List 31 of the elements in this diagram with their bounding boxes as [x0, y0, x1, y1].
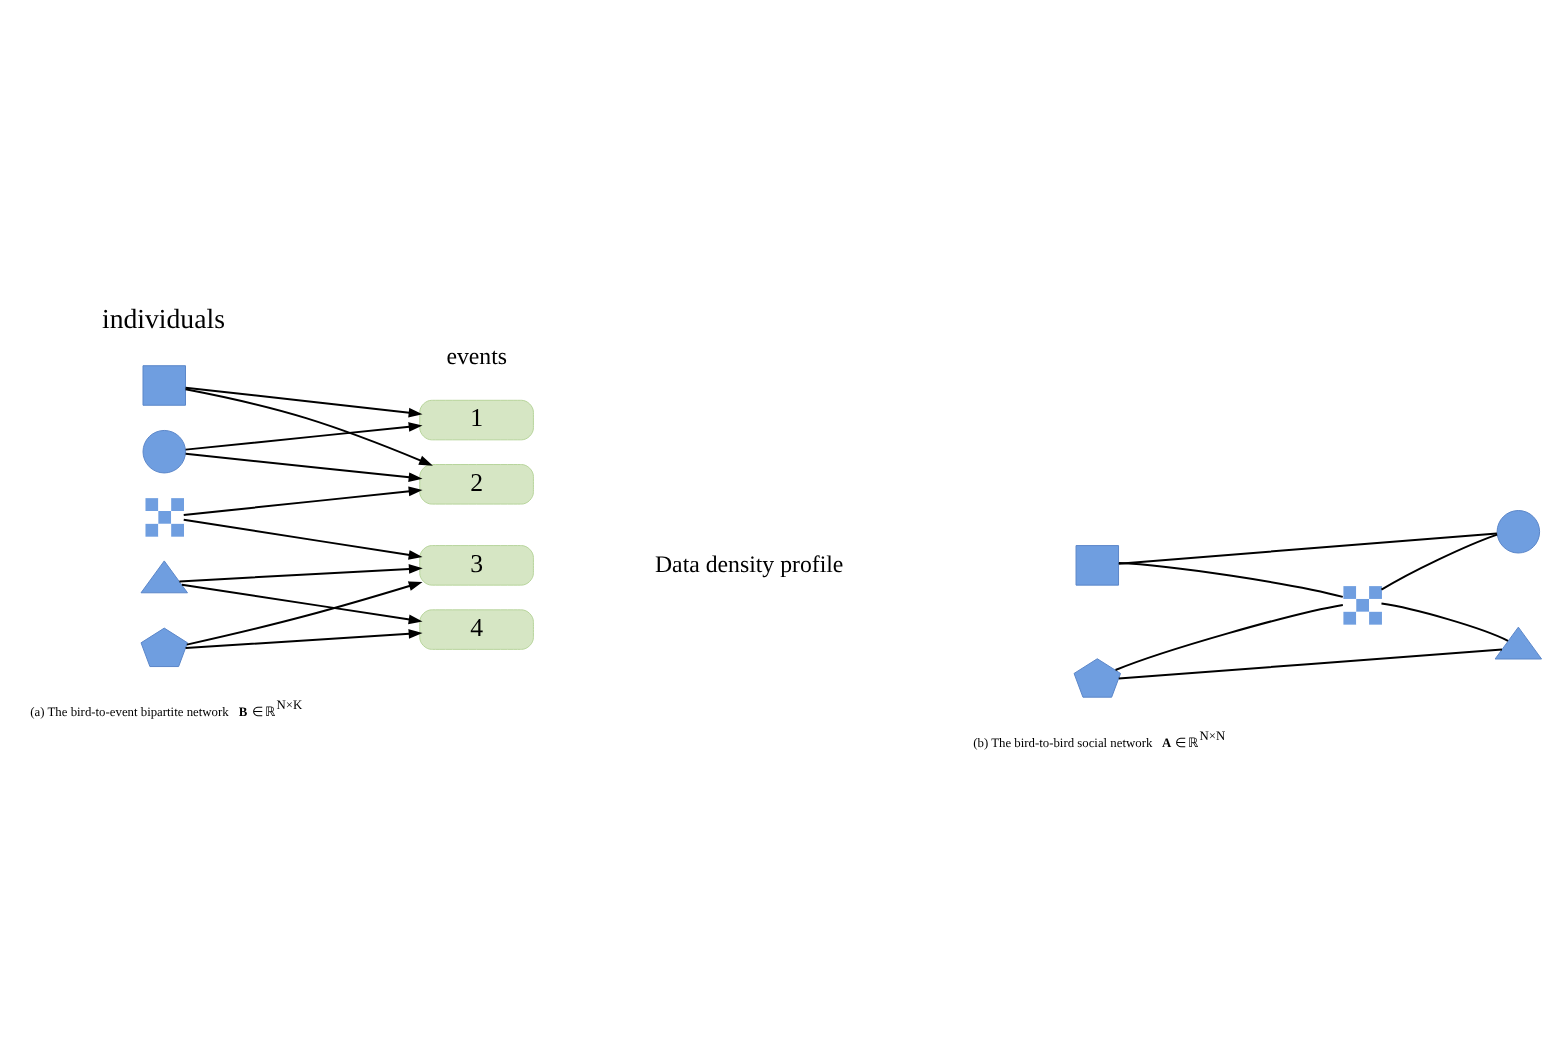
label: Data density profile — [654, 549, 844, 578]
label: individuals — [101, 304, 225, 335]
connector — [1380, 602, 1509, 642]
arrow — [182, 518, 423, 560]
arrow — [184, 452, 423, 483]
node-triangle — [1494, 626, 1543, 660]
node-circle — [1496, 510, 1541, 554]
connector — [1117, 562, 1344, 598]
node-box: 1 — [419, 399, 534, 441]
node-pentagon — [140, 627, 188, 668]
arrow — [184, 386, 423, 418]
node-box: 2 — [419, 464, 534, 505]
arrow — [178, 564, 423, 583]
arrow — [180, 583, 423, 625]
label: events — [446, 341, 508, 370]
node-triangle — [140, 560, 188, 594]
node-pentagon — [1073, 658, 1121, 698]
connector — [1117, 648, 1503, 680]
arrow — [185, 581, 423, 646]
node-square — [1075, 545, 1120, 586]
connector — [1117, 532, 1498, 565]
node-circle — [142, 429, 186, 474]
arrow — [184, 388, 433, 466]
node-box: 4 — [419, 609, 534, 650]
arrow — [184, 629, 423, 650]
connector — [1380, 533, 1499, 591]
arrow — [184, 422, 423, 451]
arrow — [182, 486, 423, 516]
connector — [1114, 603, 1344, 671]
node-box: 3 — [419, 545, 534, 586]
node-square — [142, 365, 186, 406]
